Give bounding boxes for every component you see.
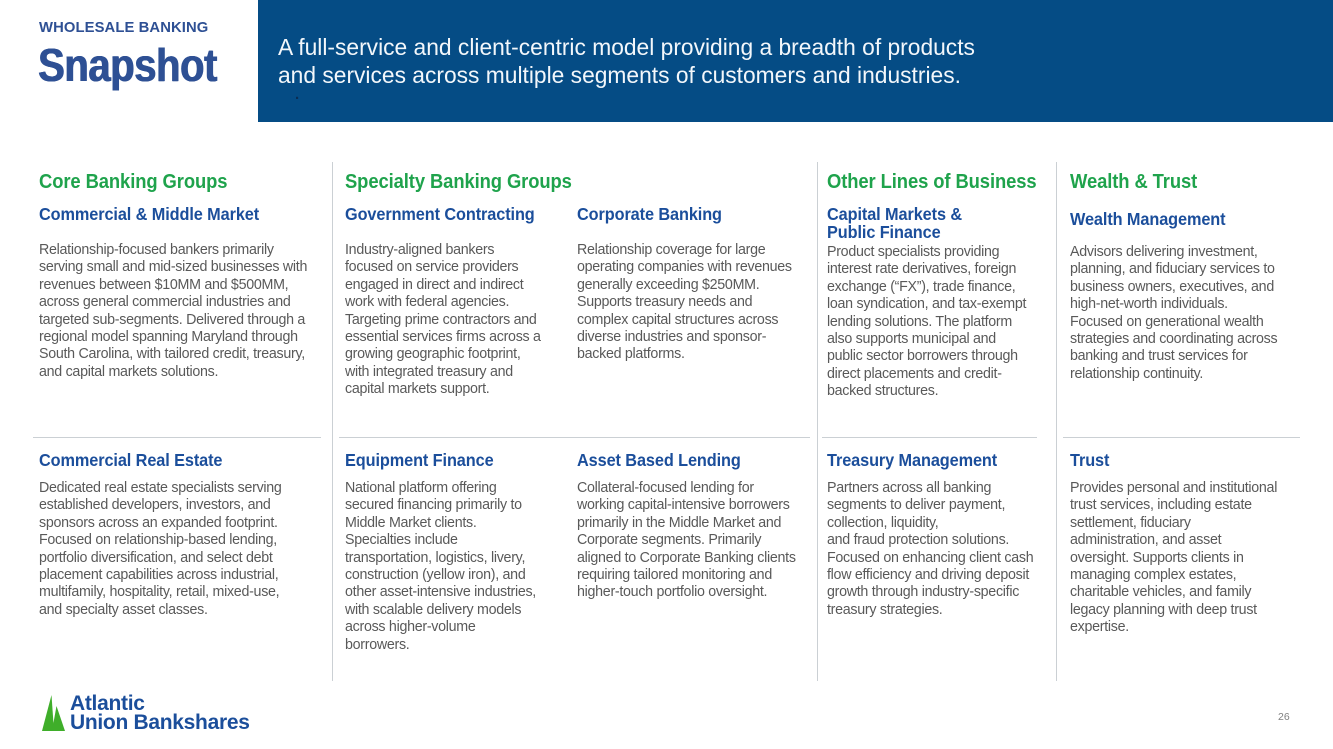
eyebrow-label: WHOLESALE BANKING xyxy=(39,20,209,36)
section-title-commercial-middle-market: Commercial & Middle Market xyxy=(39,204,260,224)
section-body-asset-based-lending: Collateral-focused lending for working c… xyxy=(577,479,796,601)
section-body-wealth-management: Advisors delivering investment, planning… xyxy=(1070,243,1278,382)
banner-stray-period: . xyxy=(295,86,300,103)
column-divider-2 xyxy=(817,162,818,681)
group-heading-wealth-trust: Wealth & Trust xyxy=(1070,171,1198,193)
section-body-equipment-finance: National platform offering secured finan… xyxy=(345,479,536,653)
section-title-treasury-management: Treasury Management xyxy=(827,450,998,470)
section-body-commercial-real-estate: Dedicated real estate specialists servin… xyxy=(39,479,282,618)
section-title-commercial-real-estate: Commercial Real Estate xyxy=(39,450,223,470)
page-title: Snapshot xyxy=(38,39,217,91)
atlantic-union-logo-icon xyxy=(42,695,65,731)
section-body-capital-markets-public-finance: Product specialists providing interest r… xyxy=(827,243,1027,400)
group-heading-other-lines: Other Lines of Business xyxy=(827,171,1037,193)
section-rule-trust xyxy=(1063,437,1300,438)
section-title-trust: Trust xyxy=(1070,450,1110,470)
group-heading-core-banking: Core Banking Groups xyxy=(39,171,228,193)
section-rule-equipment-asset xyxy=(339,437,810,438)
logo-wordmark: Atlantic Union Bankshares xyxy=(70,692,250,734)
section-body-trust: Provides personal and institutional trus… xyxy=(1070,479,1278,636)
banner-text: A full-service and client-centric model … xyxy=(278,34,975,88)
column-divider-3 xyxy=(1056,162,1057,681)
logo-line1: Atlantic xyxy=(70,692,145,715)
section-rule-treasury xyxy=(822,437,1037,438)
section-title-corporate-banking: Corporate Banking xyxy=(577,204,722,224)
header-banner: A full-service and client-centric model … xyxy=(258,0,1333,122)
section-rule-commercial-real-estate xyxy=(33,437,321,438)
section-body-commercial-middle-market: Relationship-focused bankers primarily s… xyxy=(39,241,308,380)
section-title-asset-based-lending: Asset Based Lending xyxy=(577,450,741,470)
section-title-equipment-finance: Equipment Finance xyxy=(345,450,494,470)
logo-line2: Union Bankshares xyxy=(70,711,250,734)
section-body-corporate-banking: Relationship coverage for large operatin… xyxy=(577,241,792,363)
column-divider-1 xyxy=(332,162,333,681)
section-body-government-contracting: Industry-aligned bankers focused on serv… xyxy=(345,241,541,398)
section-title-capital-markets-public-finance: Capital Markets & Public Finance xyxy=(827,204,962,242)
group-heading-specialty-banking: Specialty Banking Groups xyxy=(345,171,572,193)
section-title-wealth-management: Wealth Management xyxy=(1070,209,1226,229)
page-number: 26 xyxy=(1278,711,1290,723)
section-title-government-contracting: Government Contracting xyxy=(345,204,535,224)
section-body-treasury-management: Partners across all banking segments to … xyxy=(827,479,1034,618)
